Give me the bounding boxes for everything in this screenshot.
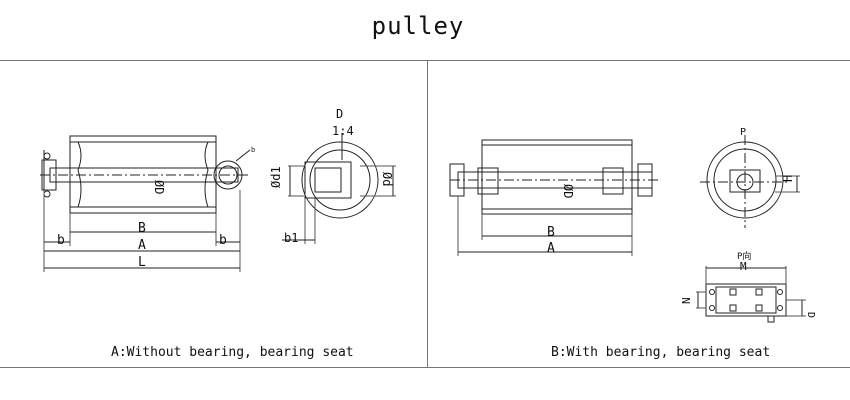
taper-label: 1:4	[332, 124, 354, 138]
dim-M: M	[740, 260, 747, 273]
dim-b-right: b	[219, 233, 227, 248]
dim-od1: Ød1	[269, 166, 283, 188]
dim-B: B	[138, 221, 146, 236]
caption-a: A:Without bearing, bearing seat	[111, 345, 354, 360]
top-divider	[0, 60, 850, 61]
caption-b: B:With bearing, bearing seat	[551, 345, 771, 360]
bottom-divider	[0, 367, 850, 368]
dim-N: N	[680, 297, 693, 304]
drawing-b-bearing-seat	[696, 266, 806, 323]
od-label-b: ØD	[561, 184, 575, 198]
dim-A: A	[138, 238, 146, 253]
dim-L: L	[138, 255, 146, 270]
dim-b-mark: b	[251, 146, 255, 154]
drawing-a-section-view	[282, 133, 396, 244]
od-label: ØD	[152, 180, 166, 194]
center-divider	[427, 60, 428, 367]
page-title: pulley	[371, 12, 465, 40]
dim-D-top: D	[336, 107, 343, 121]
p-direction-label: P向	[737, 250, 751, 262]
dim-P: P	[740, 127, 746, 138]
dim-H: H	[781, 175, 795, 182]
dim-od-small: Ød	[380, 172, 394, 186]
drawing-a-side-view	[40, 135, 251, 272]
dim-b1: b1	[284, 231, 298, 245]
dim-A-b: A	[547, 241, 555, 256]
dim-D-seat: D	[805, 312, 816, 318]
drawing-b-end-view	[700, 135, 800, 228]
dim-B-b: B	[547, 225, 555, 240]
dim-b-left: b	[57, 233, 65, 248]
drawing-b-side-view	[449, 139, 660, 256]
